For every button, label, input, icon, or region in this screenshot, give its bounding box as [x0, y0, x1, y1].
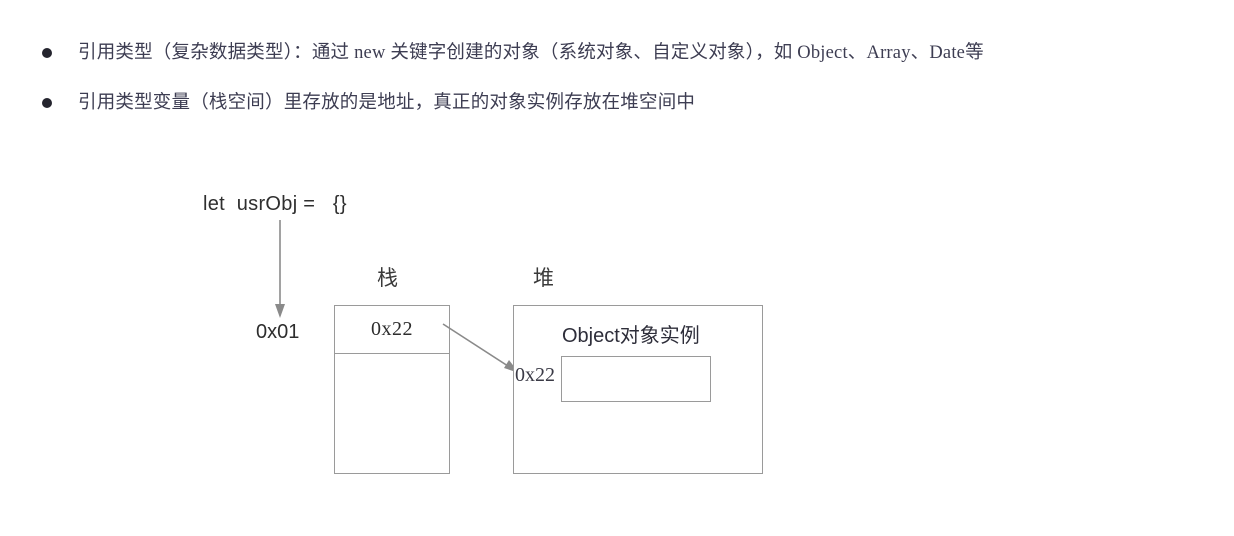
stack-box: 0x22: [334, 305, 450, 474]
list-item-text: 引用类型（复杂数据类型）：通过 new 关键字创建的对象（系统对象、自定义对象）…: [78, 43, 984, 63]
list-item: 引用类型变量（栈空间）里存放的是地址，真正的对象实例存放在堆空间中: [0, 86, 1234, 120]
stack-cell-empty: [335, 354, 449, 473]
heap-address-label: 0x22: [515, 364, 555, 386]
code-declaration-text: let usrObj = {}: [203, 193, 347, 215]
stack-cell-value: 0x22: [371, 318, 413, 340]
heap-box: Object对象实例 0x22: [513, 305, 763, 474]
stack-label: 栈: [377, 266, 398, 290]
heap-object-body: [561, 356, 711, 402]
variable-address-label: 0x01: [256, 321, 300, 343]
stack-cell-filled: 0x22: [335, 306, 449, 354]
list-item: 引用类型（复杂数据类型）：通过 new 关键字创建的对象（系统对象、自定义对象）…: [0, 36, 1234, 70]
bullet-dot-icon: [42, 48, 52, 58]
heap-label: 堆: [533, 266, 554, 290]
bullet-dot-icon: [42, 98, 52, 108]
heap-object-title: Object对象实例: [562, 325, 700, 347]
down-arrow-icon: [275, 220, 285, 318]
list-item-text: 引用类型变量（栈空间）里存放的是地址，真正的对象实例存放在堆空间中: [78, 93, 696, 113]
